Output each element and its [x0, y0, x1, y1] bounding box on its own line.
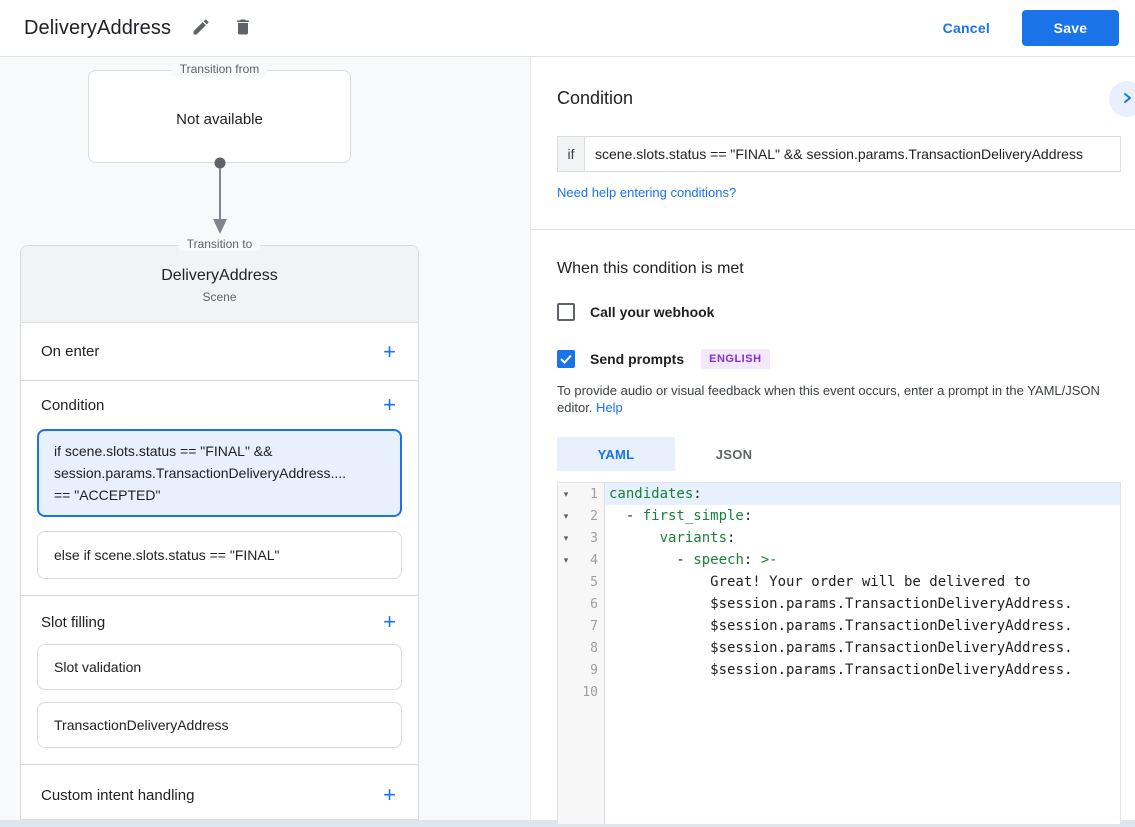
scene-subtitle: Scene — [202, 290, 237, 304]
custom-intent-label: Custom intent handling — [41, 786, 195, 804]
editor-tabs: YAML JSON — [557, 437, 1135, 471]
fold-arrow-icon[interactable]: ▾ — [563, 488, 569, 499]
add-slot-button[interactable]: + — [383, 609, 396, 634]
conditions-help-link[interactable]: Need help entering conditions? — [557, 185, 737, 200]
slot-filling-section: Slot filling + Slot validation Transacti… — [21, 596, 418, 765]
line-number: 3 — [590, 530, 598, 546]
code-line[interactable] — [605, 681, 1120, 703]
slot-filling-label: Slot filling — [41, 613, 106, 631]
code-line[interactable]: $session.params.TransactionDeliveryAddre… — [609, 662, 1073, 678]
prompt-description-text: To provide audio or visual feedback when… — [557, 383, 1100, 415]
tab-yaml[interactable]: YAML — [557, 437, 675, 471]
pencil-icon — [191, 17, 211, 40]
add-custom-intent-button[interactable]: + — [383, 782, 396, 807]
send-prompts-checkbox-row[interactable]: Send prompts ENGLISH — [557, 349, 1135, 369]
line-number: 9 — [590, 662, 598, 678]
code-line[interactable]: $session.params.TransactionDeliveryAddre… — [609, 640, 1073, 656]
fold-arrow-icon[interactable]: ▾ — [563, 554, 569, 565]
trash-icon — [233, 17, 253, 40]
transition-arrow — [213, 157, 227, 234]
on-enter-section: On enter + — [21, 323, 418, 381]
line-number: 4 — [590, 552, 598, 568]
scene-node-header[interactable]: DeliveryAddress Scene — [21, 246, 418, 323]
condition-met-title: When this condition is met — [557, 260, 744, 277]
help-link[interactable]: Help — [596, 400, 623, 415]
code-line[interactable]: Great! Your order will be delivered to — [609, 574, 1031, 590]
editor-code-area[interactable]: candidates: - first_simple: variants: - … — [605, 483, 1120, 824]
edit-name-button[interactable] — [181, 8, 221, 48]
condition-expression-row: if — [557, 136, 1121, 172]
if-prefix: if — [557, 136, 585, 172]
scene-name: DeliveryAddress — [161, 267, 278, 284]
condition-detail-panel: Condition if Need help entering conditio… — [530, 57, 1135, 825]
panel-divider — [531, 229, 1135, 230]
code-line[interactable]: - first_simple: — [609, 508, 753, 524]
transition-from-legend: Transition from — [171, 62, 268, 76]
line-number: 7 — [590, 618, 598, 634]
slot-card[interactable]: Slot validation — [37, 644, 402, 690]
top-bar: DeliveryAddress Cancel Save — [0, 0, 1135, 57]
editor-gutter: ▾ 1 ▾ 2 ▾ 3 ▾ 4 5 6 7 8 9 10 — [558, 483, 605, 824]
transition-from-node[interactable]: Transition from Not available — [88, 62, 351, 163]
prompt-description: To provide audio or visual feedback when… — [557, 382, 1119, 416]
tab-json[interactable]: JSON — [715, 446, 753, 462]
delete-scene-button[interactable] — [223, 8, 263, 48]
code-line[interactable]: - speech: >- — [609, 552, 778, 568]
code-line[interactable]: variants: — [659, 530, 736, 546]
send-prompts-label: Send prompts — [590, 351, 685, 367]
webhook-label: Call your webhook — [590, 304, 715, 320]
send-prompts-checkbox[interactable] — [557, 350, 575, 368]
line-number: 1 — [590, 486, 598, 502]
add-on-enter-button[interactable]: + — [383, 338, 396, 364]
yaml-code-editor: ▾ 1 ▾ 2 ▾ 3 ▾ 4 5 6 7 8 9 10 candidates: - first_simp… — [557, 482, 1121, 825]
checkmark-icon — [560, 354, 572, 364]
line-number: 5 — [590, 574, 598, 590]
line-number: 10 — [582, 684, 598, 700]
fold-arrow-icon[interactable]: ▾ — [563, 510, 569, 521]
transition-to-legend: Transition to — [178, 237, 261, 251]
condition-card[interactable]: if scene.slots.status == "FINAL" && sess… — [37, 429, 402, 517]
slot-card[interactable]: TransactionDeliveryAddress — [37, 702, 402, 748]
scene-diagram-panel: Transition from Not available Transition… — [0, 57, 530, 820]
condition-section: Condition + if scene.slots.status == "FI… — [21, 381, 418, 596]
chevron-right-icon — [1121, 92, 1133, 107]
webhook-checkbox-row[interactable]: Call your webhook — [557, 303, 1135, 321]
fold-arrow-icon[interactable]: ▾ — [563, 532, 569, 543]
line-number: 6 — [590, 596, 598, 612]
add-condition-button[interactable]: + — [383, 392, 396, 417]
condition-section-label: Condition — [41, 396, 105, 414]
save-button[interactable]: Save — [1022, 10, 1119, 46]
webhook-checkbox[interactable] — [557, 303, 575, 321]
transition-from-value: Not available — [176, 111, 263, 128]
line-number: 2 — [590, 508, 598, 524]
custom-intent-section: Custom intent handling + — [21, 765, 418, 807]
condition-expression-input[interactable] — [585, 136, 1121, 172]
code-line[interactable]: $session.params.TransactionDeliveryAddre… — [609, 618, 1073, 634]
on-enter-label: On enter — [41, 343, 100, 360]
collapse-panel-button[interactable] — [1109, 81, 1135, 117]
code-line[interactable]: candidates: — [605, 483, 1120, 505]
transition-to-card: Transition to DeliveryAddress Scene On e… — [20, 237, 419, 820]
cancel-button[interactable]: Cancel — [927, 12, 1006, 44]
panel-title: Condition — [557, 88, 634, 108]
language-badge: ENGLISH — [701, 349, 770, 369]
line-number: 8 — [590, 640, 598, 656]
condition-card[interactable]: else if scene.slots.status == "FINAL" — [37, 531, 402, 579]
code-line[interactable]: $session.params.TransactionDeliveryAddre… — [609, 596, 1073, 612]
page-title: DeliveryAddress — [24, 16, 172, 39]
